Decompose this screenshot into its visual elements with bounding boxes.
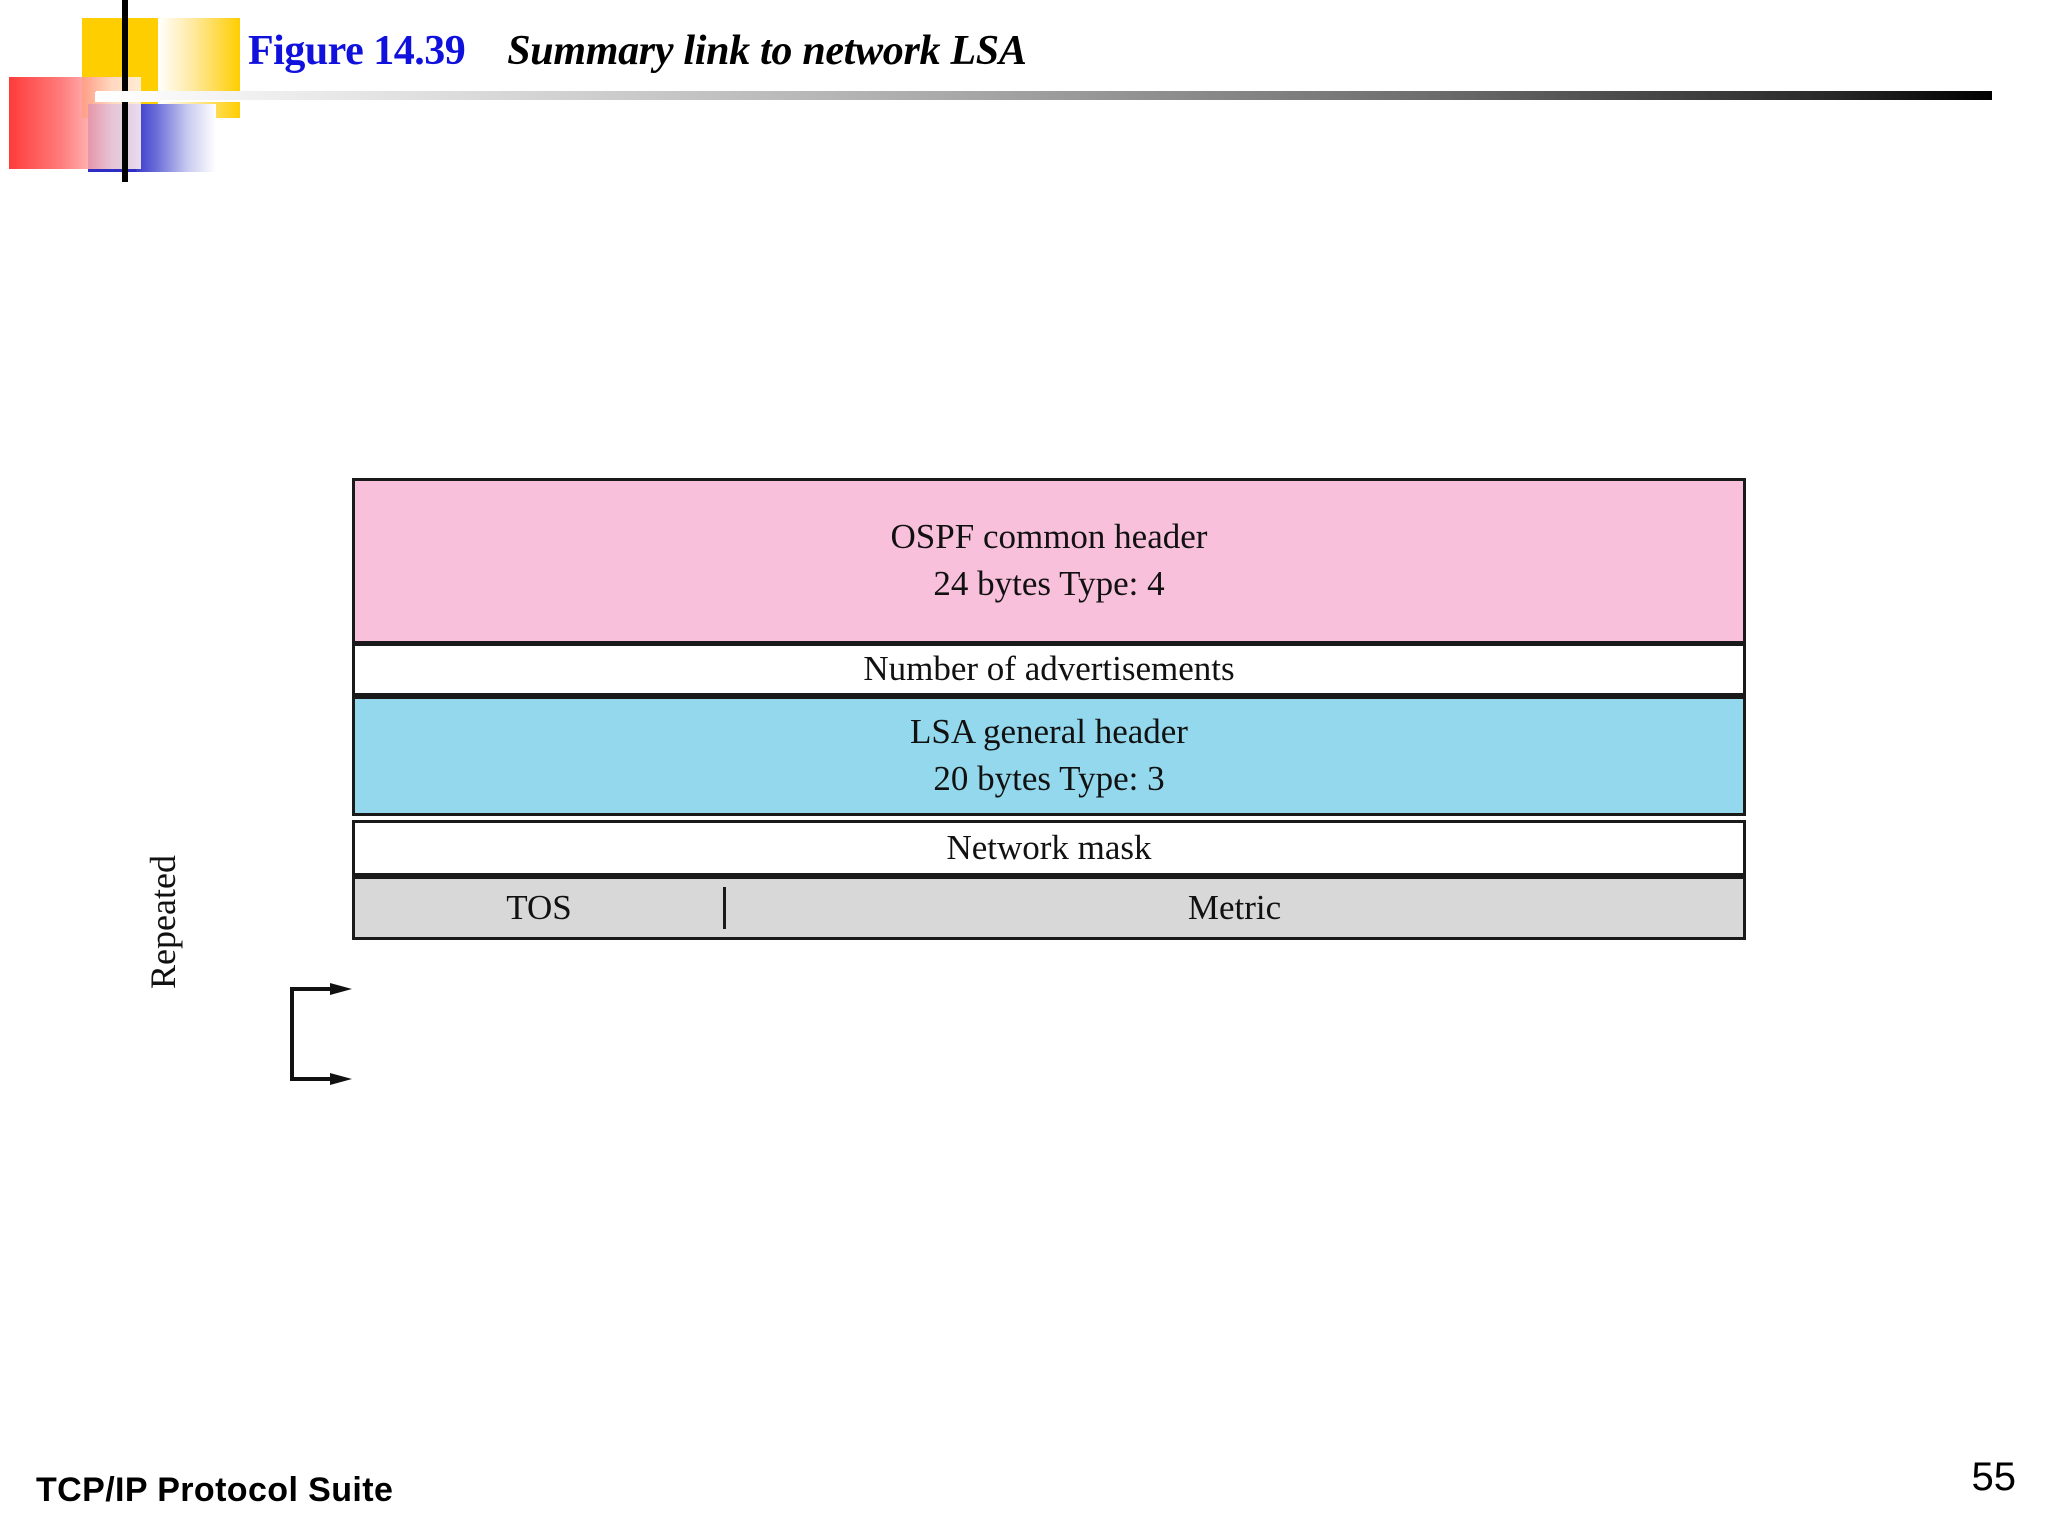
logo-yellow-gradient-square-icon xyxy=(158,18,240,118)
repeated-annotation-label: Repeated xyxy=(143,855,183,989)
field-metric-label: Metric xyxy=(1187,887,1282,927)
figure-number-label: Figure 14.39 xyxy=(248,28,466,74)
field-number-of-advertisements-label: Number of advertisements xyxy=(863,649,1235,689)
field-network-mask: Network mask xyxy=(352,820,1746,876)
field-ospf-common-header-sub: 24 bytes Type: 4 xyxy=(933,564,1165,603)
field-tos: TOS xyxy=(355,886,726,930)
decorative-logo-cluster xyxy=(0,0,300,200)
field-metric: Metric xyxy=(726,887,1743,930)
field-lsa-general-header-sub: 20 bytes Type: 3 xyxy=(933,759,1165,798)
field-lsa-general-header: LSA general header 20 bytes Type: 3 xyxy=(352,696,1746,816)
footer-title: TCP/IP Protocol Suite xyxy=(36,1471,394,1509)
field-ospf-common-header: OSPF common header 24 bytes Type: 4 xyxy=(352,478,1746,644)
field-ospf-common-header-label: OSPF common header xyxy=(890,517,1208,557)
figure-caption-label: Summary link to network LSA xyxy=(507,28,1027,74)
page-number: 55 xyxy=(1971,1455,2017,1499)
field-tos-metric-row: TOS Metric xyxy=(352,876,1746,940)
field-tos-label: TOS xyxy=(506,887,572,927)
field-number-of-advertisements: Number of advertisements xyxy=(352,644,1746,696)
header-divider-rule xyxy=(96,91,1992,100)
field-network-mask-label: Network mask xyxy=(946,827,1152,867)
packet-format-diagram: OSPF common header 24 bytes Type: 4 Numb… xyxy=(352,478,1746,940)
repeated-bracket-icon xyxy=(286,983,356,1085)
field-lsa-general-header-label: LSA general header xyxy=(910,712,1188,752)
logo-blue-gradient-square-icon xyxy=(136,104,216,172)
page-title: Figure 14.39 Summary link to network LSA xyxy=(248,22,1027,80)
